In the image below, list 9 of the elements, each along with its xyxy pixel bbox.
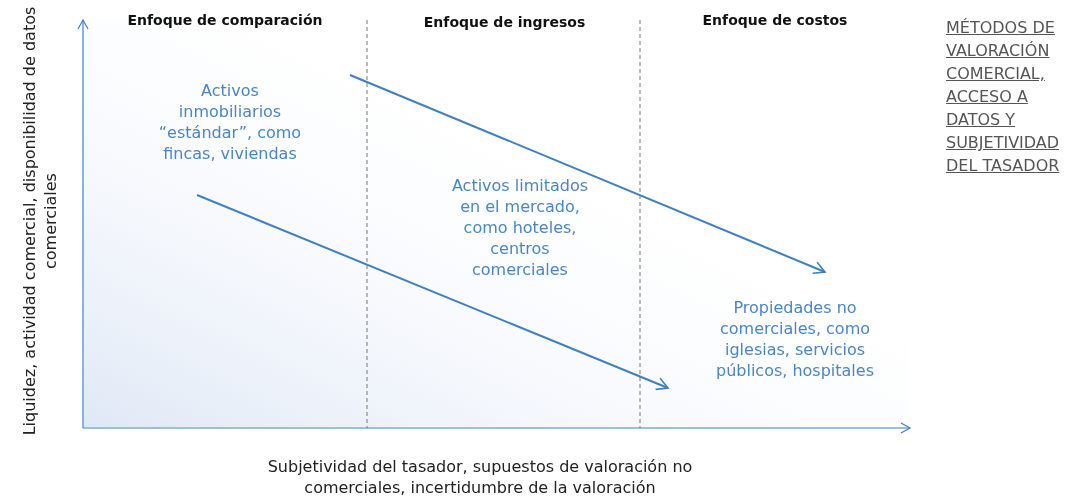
axis-label: Subjetividad del tasador, supuestos de valoración no comerciales, incertidumbre de la valoración — [266, 456, 694, 498]
title: MÉTODOS DE VALORACIÓN COMERCIAL, ACCESO A DATOS Y SUBJETIVIDAD DEL TASADOR — [946, 17, 1061, 177]
description-text: Activos inmobiliarios “estándar”, como fincas, viviendas — [157, 80, 303, 164]
column-heading: Enfoque de comparación — [126, 12, 324, 28]
column-heading: Enfoque de costos — [701, 12, 849, 28]
description-text: Activos limitados en el mercado, como hoteles, centros comerciales — [450, 175, 590, 280]
column-heading: Enfoque de ingresos — [422, 14, 587, 30]
description-text: Propiedades no comerciales, como iglesias, servicios públicos, hospitales — [715, 297, 875, 381]
axis-label: Liquidez, actividad comercial, disponibilidad de datos comerciales — [19, 6, 61, 436]
